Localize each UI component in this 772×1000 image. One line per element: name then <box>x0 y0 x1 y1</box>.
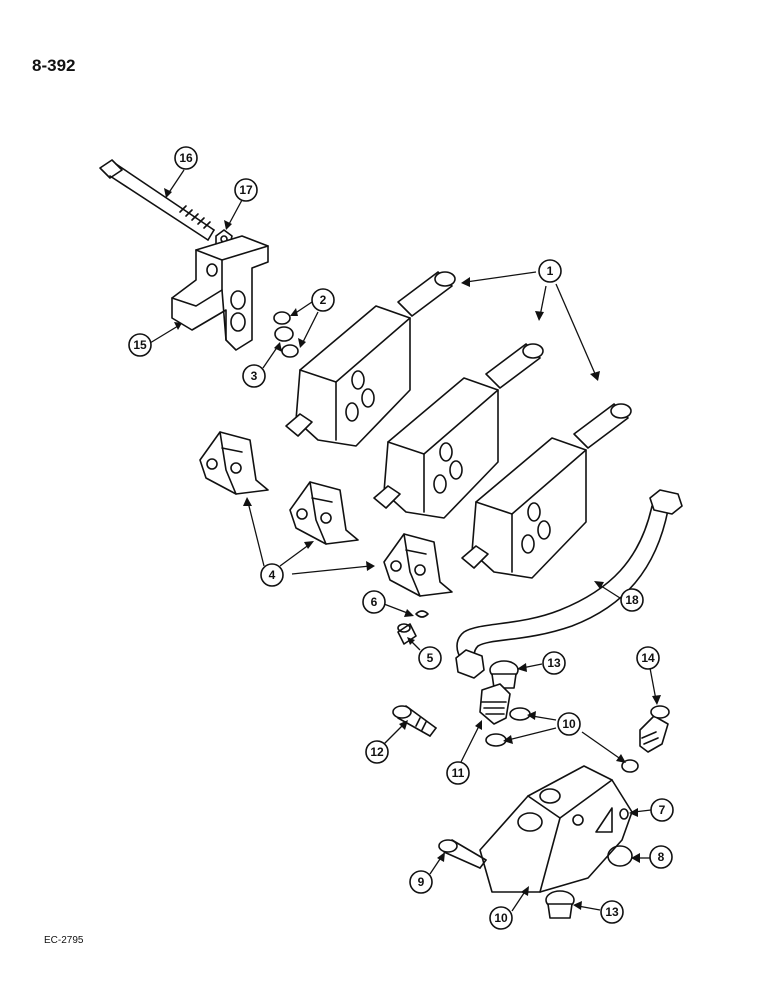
svg-text:6: 6 <box>371 595 378 609</box>
adapter-fitting <box>479 683 511 725</box>
callout-1: 1 <box>538 259 562 283</box>
svg-text:18: 18 <box>625 593 639 607</box>
svg-text:13: 13 <box>605 905 619 919</box>
callout-13-lower: 13 <box>600 900 624 924</box>
svg-text:9: 9 <box>418 875 425 889</box>
callout-10-upper: 10 <box>557 712 581 736</box>
capscrew <box>392 705 437 737</box>
callout-12: 12 <box>365 740 389 764</box>
svg-text:8: 8 <box>658 850 665 864</box>
svg-text:5: 5 <box>427 651 434 665</box>
callout-11: 11 <box>446 761 470 785</box>
callout-6: 6 <box>362 590 386 614</box>
valve-section-3 <box>461 403 632 579</box>
o-ring-large <box>607 845 633 867</box>
svg-text:12: 12 <box>370 745 384 759</box>
svg-text:13: 13 <box>547 656 561 670</box>
inlet-cover <box>479 765 633 893</box>
plug-lower <box>545 890 575 919</box>
svg-text:1: 1 <box>547 264 554 278</box>
drawing-code: EC-2795 <box>44 935 84 946</box>
callout-10-lower: 10 <box>489 906 513 930</box>
callout-18: 18 <box>620 588 644 612</box>
callout-8: 8 <box>649 845 673 869</box>
page-number: 8-392 <box>32 56 76 75</box>
callout-16: 16 <box>174 146 198 170</box>
svg-text:3: 3 <box>251 369 258 383</box>
svg-text:17: 17 <box>239 183 253 197</box>
svg-text:10: 10 <box>562 717 576 731</box>
svg-text:14: 14 <box>641 651 655 665</box>
leader-lines <box>149 169 661 912</box>
hydraulic-pipe <box>455 489 683 679</box>
callout-3: 3 <box>242 364 266 388</box>
elbow-fitting <box>639 705 670 753</box>
callout-13-upper: 13 <box>542 651 566 675</box>
callout-2: 2 <box>311 288 335 312</box>
svg-text:7: 7 <box>659 803 666 817</box>
callout-14: 14 <box>636 646 660 670</box>
callout-9: 9 <box>409 870 433 894</box>
tie-bolt <box>99 159 215 241</box>
svg-text:11: 11 <box>452 766 465 780</box>
end-cover <box>171 235 269 351</box>
plug-upper <box>489 660 519 689</box>
clevis-3 <box>383 533 453 597</box>
retaining-clip <box>415 610 429 618</box>
svg-text:15: 15 <box>133 338 147 352</box>
o-ring-seals <box>273 311 299 358</box>
callout-5: 5 <box>418 646 442 670</box>
svg-text:16: 16 <box>179 151 193 165</box>
valve-section-2 <box>373 343 544 519</box>
mounting-bolt <box>438 839 487 869</box>
svg-text:10: 10 <box>494 911 508 925</box>
clevis-2 <box>289 481 359 545</box>
callout-15: 15 <box>128 333 152 357</box>
svg-text:2: 2 <box>320 293 327 307</box>
valve-section-1 <box>285 271 456 447</box>
clevis-1 <box>199 431 269 495</box>
callout-17: 17 <box>234 178 258 202</box>
svg-text:4: 4 <box>269 568 276 582</box>
callout-7: 7 <box>650 798 674 822</box>
callout-4: 4 <box>260 563 284 587</box>
